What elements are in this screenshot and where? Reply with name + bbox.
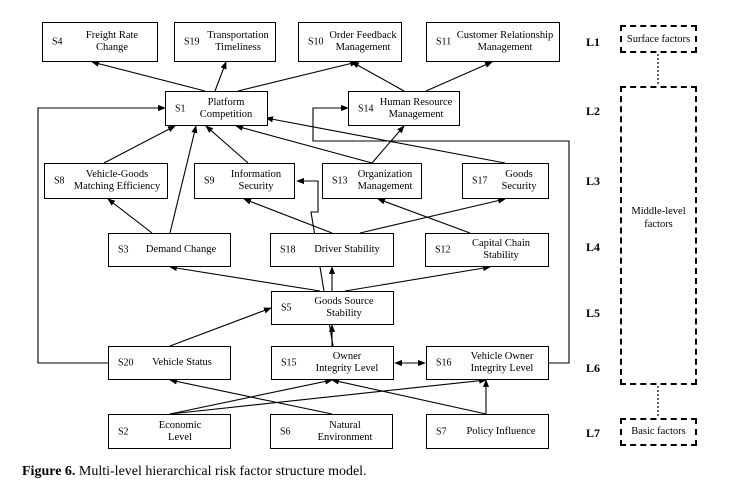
middle-level-factors-group [620, 86, 697, 385]
node-s11: S11 Customer Relationship Management [426, 22, 560, 62]
edge-s3-s1 [169, 125, 198, 234]
node-s19-label: Transportation Timeliness [207, 30, 269, 53]
node-s17: S17 Goods Security [462, 163, 549, 199]
node-s14-label: Human Resource Management [379, 96, 453, 120]
edge-s1-s4 [91, 60, 206, 92]
level-label-2: L2 [586, 104, 601, 118]
node-s9-label: Information Security [230, 169, 282, 192]
node-s5: S5 Goods Source Stability [271, 291, 394, 325]
level-label-7: L7 [586, 426, 601, 440]
edge-s5-s12 [344, 265, 491, 292]
node-s15: S15 Owner Integrity Level [271, 346, 394, 380]
surface-factors-group [620, 25, 697, 53]
node-s6-label: Natural Environment [317, 419, 373, 443]
node-s5-label: Goods Source Stability [314, 296, 374, 319]
node-s12-label: Capital Chain Stability [471, 238, 531, 261]
node-s10-label: Order Feedback Management [329, 30, 397, 53]
level-label-3: L3 [586, 174, 601, 188]
node-s8: S8 Vehicle-Goods Matching Efficiency [44, 163, 168, 199]
edge-s16-s14 [312, 104, 570, 364]
edge-s20-s5 [169, 307, 272, 347]
node-s18-label: Driver Stability [314, 244, 380, 255]
edge-s20-s1 [37, 104, 166, 364]
node-s13: S13 Organization Management [322, 163, 422, 199]
node-s15-label: Owner Integrity Level [315, 351, 379, 374]
node-s12: S12 Capital Chain Stability [425, 233, 549, 267]
node-s4-label: Freight Rate Change [85, 30, 139, 53]
node-s1-label: Platform Competition [199, 96, 253, 120]
basic-factors-group [620, 418, 697, 446]
node-s10: S10 Order Feedback Management [298, 22, 402, 62]
edge-s18-s9 [243, 198, 333, 234]
figure-caption-label: Figure 6. [22, 464, 76, 479]
surface-factors-label: Surface factors [626, 34, 691, 45]
figure-caption-text: Multi-level hierarchical risk factor str… [75, 464, 367, 479]
level-label-4: L4 [586, 240, 601, 254]
level-label-6: L6 [586, 361, 601, 375]
node-s14: S14 Human Resource Management [348, 91, 460, 126]
level-label-5: L5 [586, 306, 601, 320]
node-s18: S18 Driver Stability [270, 233, 394, 267]
edge-s7-s15 [331, 378, 487, 415]
node-s7-label: Policy Influence [466, 425, 536, 437]
edge-s13-s14 [371, 125, 405, 164]
node-s2: S2 Economic Level [108, 414, 231, 449]
node-s3: S3 Demand Change [108, 233, 231, 267]
node-s4: S4 Freight Rate Change [42, 22, 158, 62]
node-s16-label: Vehicle Owner Integrity Level [470, 351, 534, 374]
edge-s1-s10 [237, 60, 358, 92]
node-s20: S20 Vehicle Status [108, 346, 231, 380]
node-s8-label: Vehicle-Goods Matching Efficiency [73, 169, 161, 192]
basic-factors-label: Basic factors [631, 426, 686, 437]
edge-s5-s3 [169, 265, 321, 292]
edge-s18-s17 [359, 197, 506, 234]
edge-s6-s20 [169, 378, 333, 415]
edge-s12-s13 [377, 198, 471, 234]
node-s2-label: Economic Level [158, 419, 202, 443]
node-s17-label: Goods Security [501, 169, 537, 192]
node-s6: S6 Natural Environment [270, 414, 393, 449]
node-s20-label: Vehicle Status [152, 357, 212, 368]
level-label-1: L1 [586, 35, 601, 49]
edge-s14-s11 [425, 61, 493, 92]
figure-caption: Figure 6. Multi-level hierarchical risk … [22, 464, 367, 480]
edge-s3-s8 [107, 198, 153, 234]
node-s11-label: Customer Relationship Management [456, 30, 554, 53]
node-s7: S7 Policy Influence [426, 414, 549, 449]
edge-s9-s1 [205, 125, 249, 164]
node-s13-label: Organization Management [357, 169, 413, 192]
node-s3-label: Demand Change [145, 244, 217, 255]
middle-level-factors-label: Middle-level factors [631, 206, 686, 230]
node-s1: S1 Platform Competition [165, 91, 268, 126]
edge-s13-s1 [235, 124, 373, 164]
edge-s1-s19 [214, 61, 227, 92]
node-s9: S9 Information Security [194, 163, 295, 199]
edge-s14-s10 [351, 61, 405, 92]
edge-s8-s1 [103, 125, 176, 164]
edge-s2-s16 [169, 377, 487, 415]
node-s19: S19 Transportation Timeliness [174, 22, 276, 62]
node-s16: S16 Vehicle Owner Integrity Level [426, 346, 549, 380]
